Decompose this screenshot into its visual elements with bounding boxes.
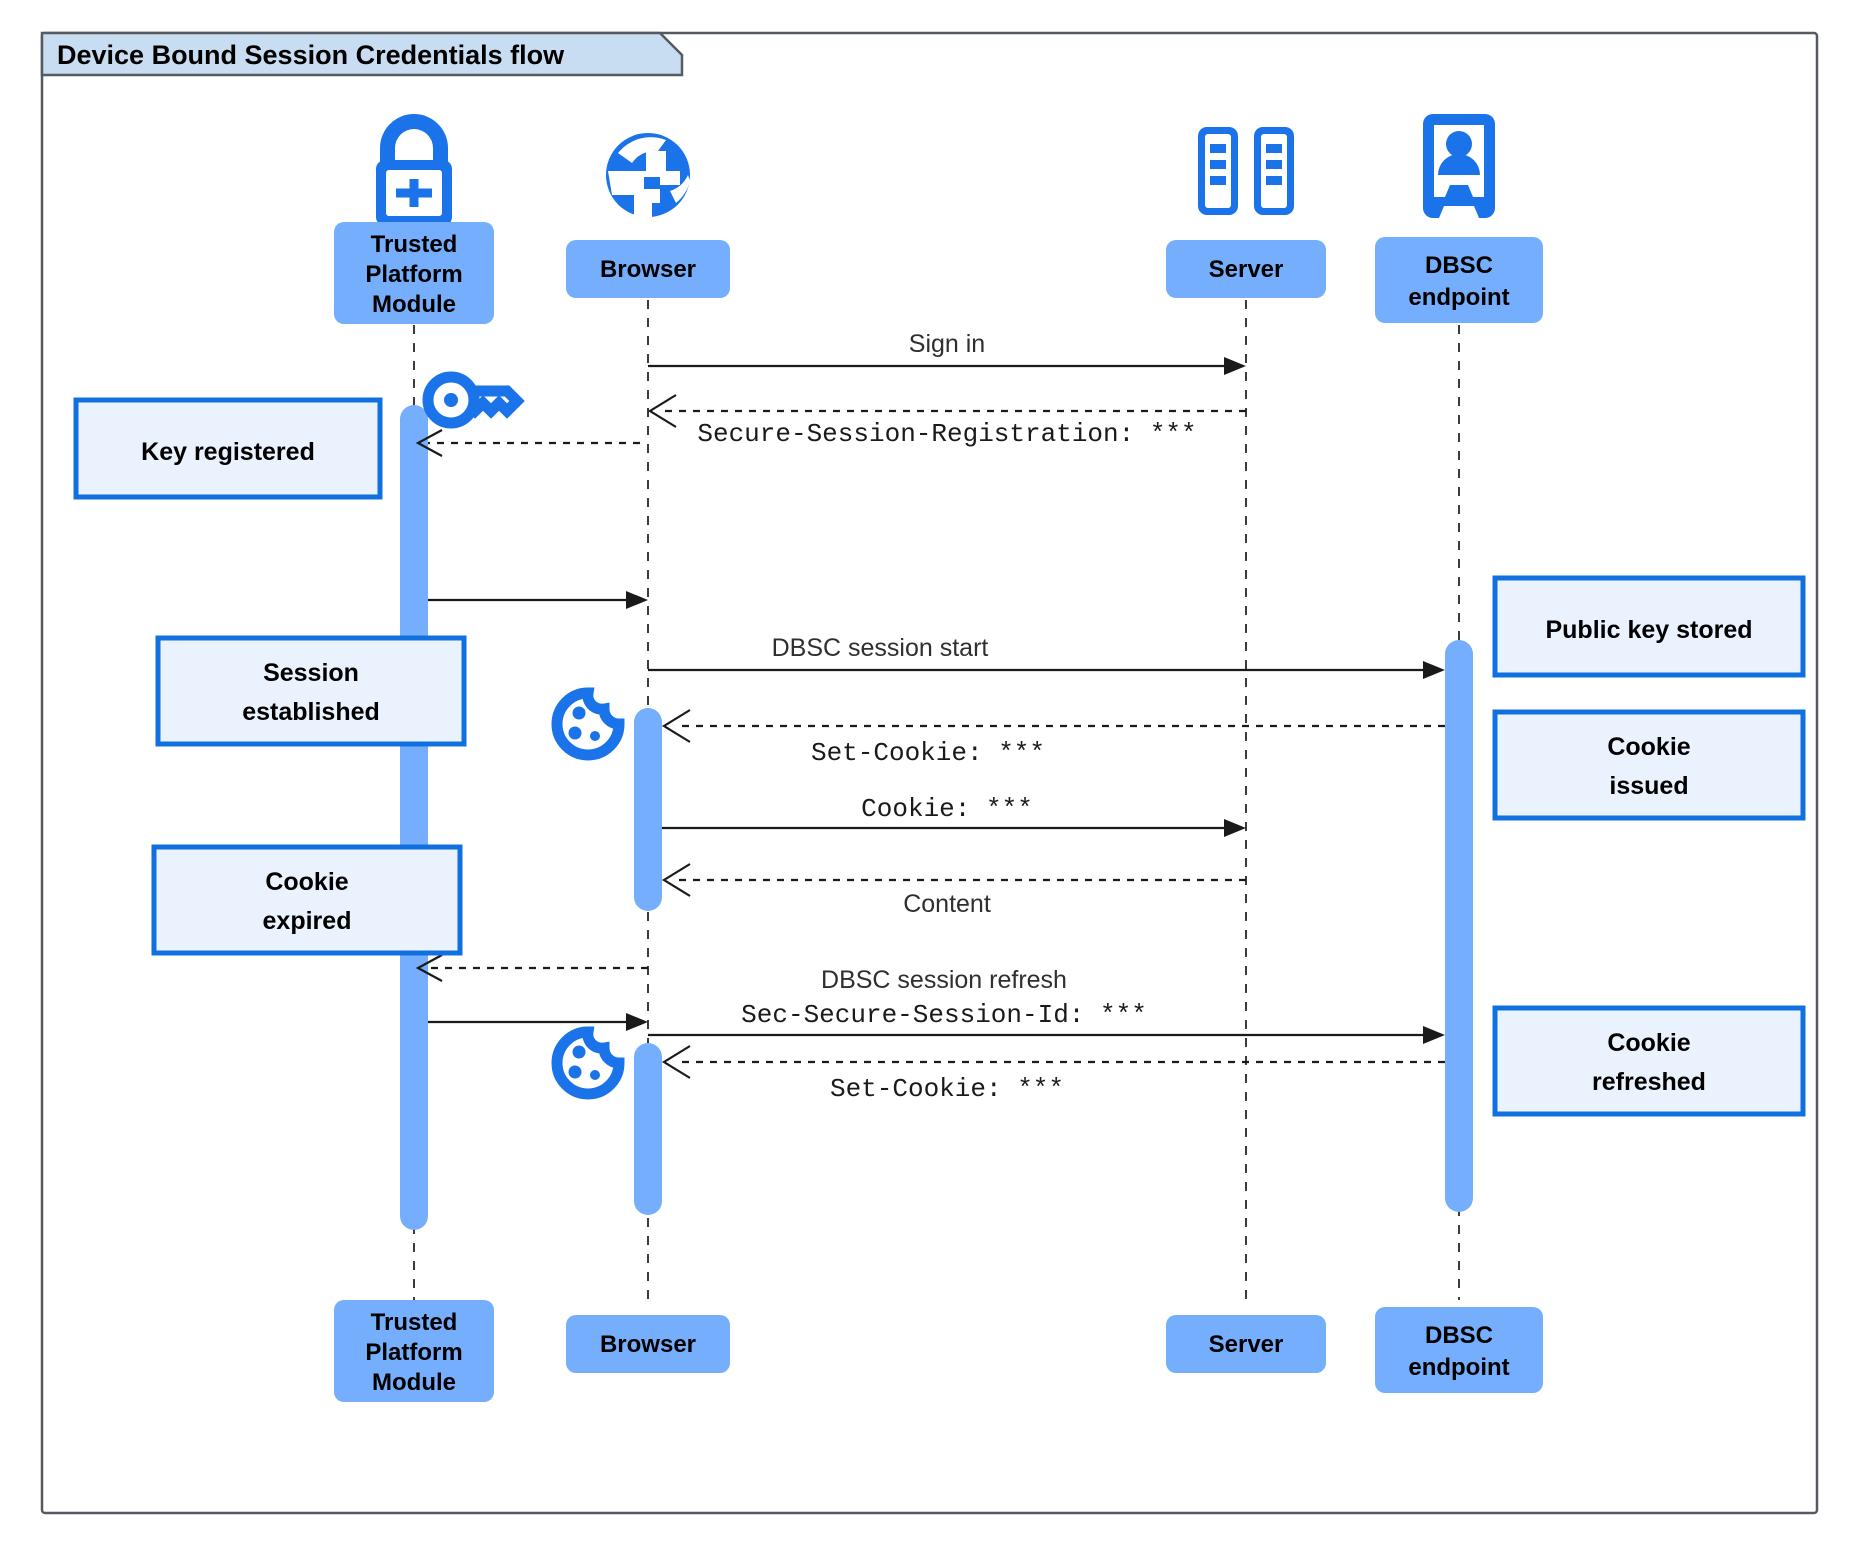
note-cookie-refreshed-line2: refreshed — [1592, 1068, 1706, 1096]
participant-footer-dbsc-line2: endpoint — [1408, 1354, 1509, 1381]
participant-footer-dbsc[interactable]: DBSC endpoint — [1375, 1307, 1543, 1393]
participant-footer-dbsc-line1: DBSC — [1425, 1322, 1493, 1349]
participant-header-server[interactable]: Server — [1166, 240, 1326, 298]
participant-tpm-label-line2: Platform — [365, 261, 462, 288]
server-rack-icon — [1198, 127, 1294, 215]
message-secure-session-registration-label: Secure-Session-Registration: *** — [697, 419, 1196, 449]
note-cookie-expired-line1: Cookie — [265, 868, 348, 896]
participant-tpm-label-line1: Trusted — [371, 231, 458, 258]
participant-footer-server-label: Server — [1209, 1331, 1284, 1358]
message-content: Content — [661, 863, 1246, 918]
note-key-registered: Key registered — [73, 397, 383, 500]
participant-dbsc-label-line2: endpoint — [1408, 284, 1509, 311]
participant-footer-tpm[interactable]: Trusted Platform Module — [334, 1300, 494, 1402]
message-dbsc-session-refresh-label-line2: Sec-Secure-Session-Id: *** — [741, 1000, 1147, 1030]
message-set-cookie-1: Set-Cookie: *** — [661, 709, 1445, 768]
note-cookie-issued-line2: issued — [1609, 772, 1688, 800]
note-public-key-stored: Public key stored — [1492, 575, 1806, 678]
participant-footer-server[interactable]: Server — [1166, 1315, 1326, 1373]
frame-title-text: Device Bound Session Credentials flow — [57, 40, 565, 70]
message-registration-to-tpm — [415, 429, 640, 457]
note-key-registered-line1: Key registered — [141, 438, 315, 466]
participant-footer-tpm-line2: Platform — [365, 1339, 462, 1366]
participant-header-tpm[interactable]: Trusted Platform Module — [334, 222, 494, 324]
message-content-label: Content — [903, 890, 991, 918]
message-set-cookie-1-label: Set-Cookie: *** — [811, 738, 1045, 768]
message-dbsc-session-start: DBSC session start — [648, 634, 1445, 679]
message-set-cookie-2-label: Set-Cookie: *** — [830, 1074, 1064, 1104]
padlock-plus-icon — [376, 114, 452, 226]
activation-bar-tpm — [400, 405, 428, 1230]
participant-dbsc-label-line1: DBSC — [1425, 252, 1493, 279]
activation-bar-browser-2 — [634, 1043, 662, 1215]
message-sign-in-label: Sign in — [909, 330, 985, 358]
participant-server-label: Server — [1209, 256, 1284, 283]
cookie-icon — [551, 1026, 625, 1100]
message-cookie-request: Cookie: *** — [662, 794, 1246, 837]
participant-header-dbsc[interactable]: DBSC endpoint — [1375, 237, 1543, 323]
participant-footer-browser-label: Browser — [600, 1331, 696, 1358]
participant-header-browser[interactable]: Browser — [566, 240, 730, 298]
id-badge-icon — [1423, 114, 1495, 218]
note-cookie-issued: Cookie issued — [1492, 709, 1806, 821]
participant-footer-browser[interactable]: Browser — [566, 1315, 730, 1373]
note-cookie-expired-line2: expired — [263, 907, 352, 935]
activation-bar-browser-1 — [634, 708, 662, 911]
message-dbsc-session-refresh-label-line1: DBSC session refresh — [821, 966, 1067, 994]
participant-tpm-label-line3: Module — [372, 291, 456, 318]
message-tpm-key-to-browser — [428, 591, 648, 609]
cookie-icon — [551, 687, 625, 761]
participant-browser-label: Browser — [600, 256, 696, 283]
globe-icon — [606, 133, 690, 221]
message-secure-session-registration: Secure-Session-Registration: *** — [647, 394, 1246, 449]
note-cookie-refreshed: Cookie refreshed — [1492, 1005, 1806, 1117]
note-cookie-issued-line1: Cookie — [1607, 733, 1690, 761]
key-icon — [422, 371, 525, 429]
note-session-established: Session established — [155, 635, 467, 747]
note-session-established-line2: established — [242, 698, 380, 726]
message-tpm-proof-to-browser — [428, 1013, 648, 1031]
note-public-key-stored-line1: Public key stored — [1545, 616, 1752, 644]
message-sign-in: Sign in — [648, 330, 1246, 375]
activation-bar-dbsc — [1445, 640, 1473, 1212]
message-dbsc-session-start-label: DBSC session start — [772, 634, 989, 662]
message-cookie-request-label: Cookie: *** — [861, 794, 1033, 824]
message-cookie-expired-to-tpm — [415, 954, 648, 982]
note-cookie-refreshed-line1: Cookie — [1607, 1029, 1690, 1057]
participant-footer-tpm-line1: Trusted — [371, 1309, 458, 1336]
note-session-established-line1: Session — [263, 659, 359, 687]
message-dbsc-session-refresh: DBSC session refresh Sec-Secure-Session-… — [648, 966, 1445, 1044]
message-set-cookie-2: Set-Cookie: *** — [661, 1045, 1445, 1104]
note-cookie-expired: Cookie expired — [151, 844, 463, 956]
frame-title-tab — [40, 31, 684, 77]
participant-footer-tpm-line3: Module — [372, 1369, 456, 1396]
